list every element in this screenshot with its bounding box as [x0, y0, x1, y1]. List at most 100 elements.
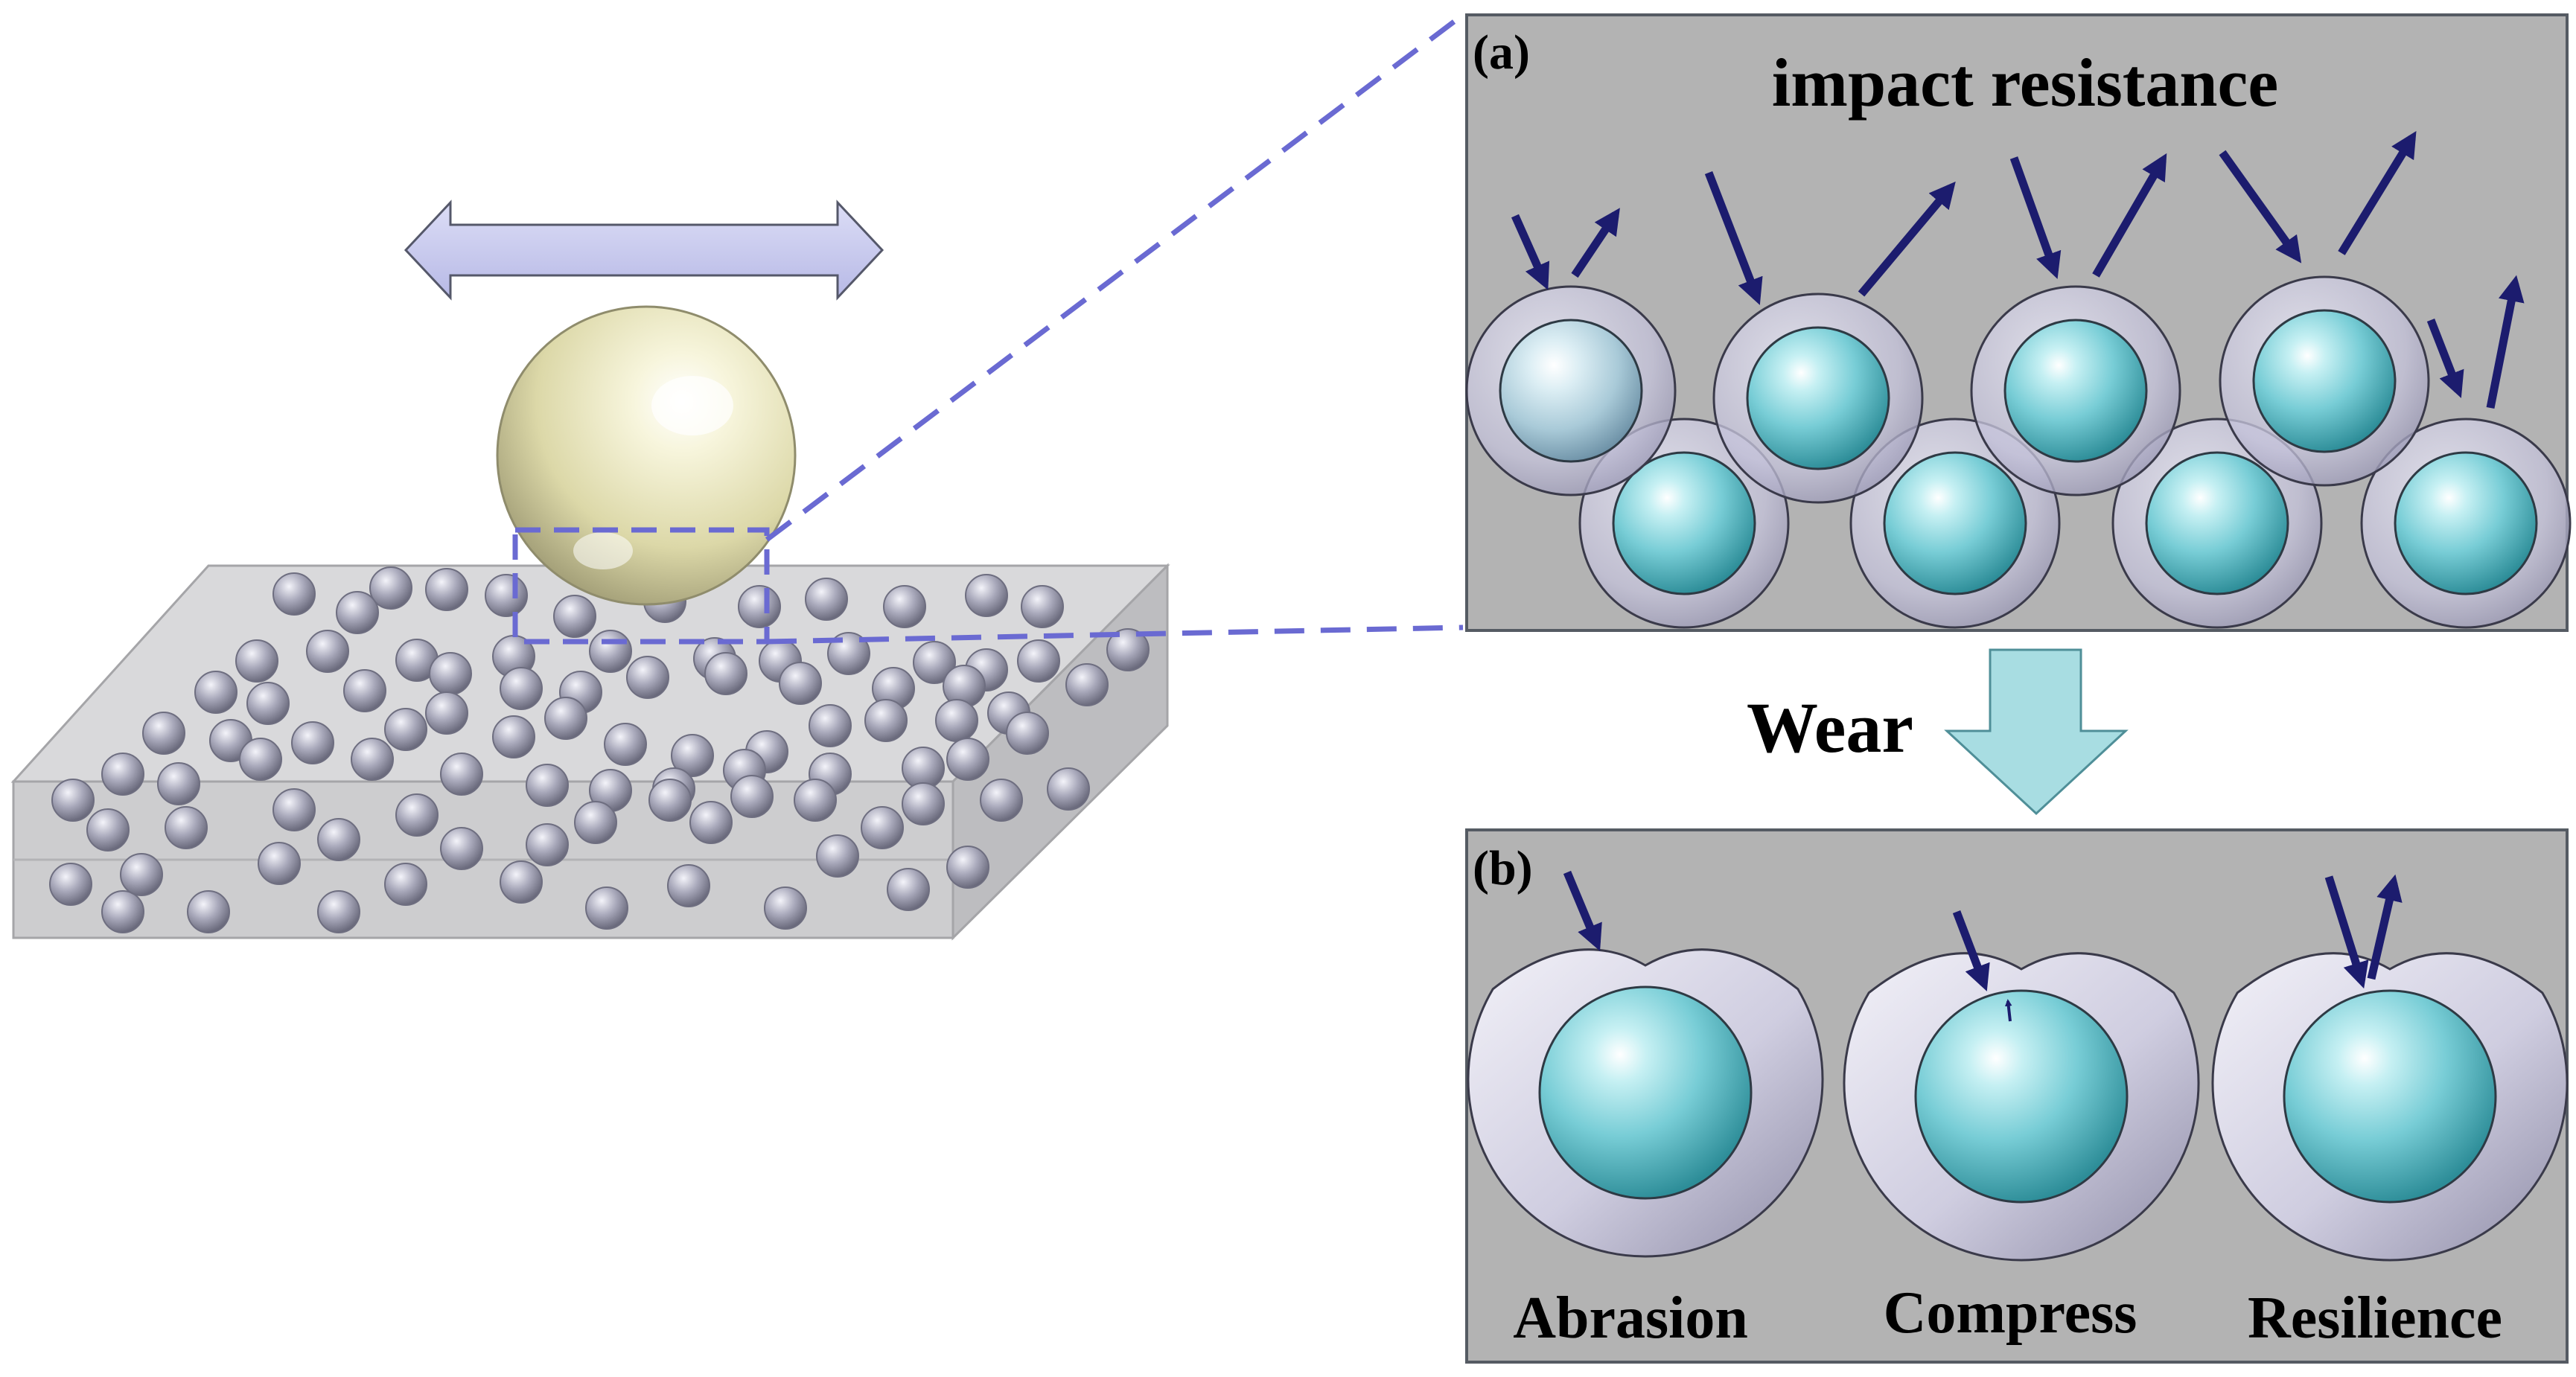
small-capsule	[626, 656, 669, 699]
panel-a-title: impact resistance	[1772, 45, 2278, 121]
small-capsule	[425, 691, 468, 735]
small-capsule	[946, 846, 989, 889]
impact-arrow	[2486, 275, 2525, 409]
reciprocating-motion-arrow	[404, 199, 884, 301]
composite-coating-slab	[10, 563, 1170, 941]
intact-microcapsules	[1465, 275, 2572, 629]
small-capsule	[425, 568, 468, 611]
panel-a: (a) impact resistance	[1465, 13, 2572, 632]
capsule-core	[2394, 451, 2538, 595]
small-capsule	[187, 890, 230, 933]
small-capsule	[272, 572, 316, 616]
capsule-core	[2145, 451, 2289, 595]
small-capsule	[980, 779, 1023, 822]
small-capsule	[913, 641, 956, 684]
impact-arrow	[2219, 150, 2302, 263]
small-capsule	[235, 639, 278, 683]
small-capsule	[239, 738, 282, 781]
capsule-core	[1746, 326, 1890, 470]
label-resilience: Resilience	[2248, 1285, 2502, 1351]
small-capsule	[343, 669, 386, 712]
small-capsule	[49, 863, 92, 906]
small-capsule	[671, 734, 714, 777]
wear-force-arrow	[2324, 875, 2369, 989]
small-capsule	[369, 566, 412, 610]
small-capsule	[395, 793, 439, 837]
small-capsule	[157, 762, 200, 805]
small-capsule	[492, 715, 535, 758]
small-capsule	[648, 779, 692, 822]
capsule-core	[1499, 319, 1643, 463]
small-capsule	[805, 578, 848, 621]
worn-microcapsule	[1843, 952, 2200, 1262]
capsule-core	[2252, 309, 2397, 453]
small-capsule	[317, 818, 360, 861]
impact-arrow	[2009, 156, 2062, 279]
capsule-core	[1538, 985, 1753, 1200]
small-capsule	[704, 652, 747, 695]
small-capsule	[51, 779, 95, 822]
label-compress: Compress	[1884, 1280, 2137, 1346]
microcapsule	[2219, 275, 2430, 487]
wear-force-arrow	[1563, 870, 1602, 951]
small-capsule	[485, 574, 528, 617]
small-capsule	[1106, 628, 1150, 671]
small-capsule	[246, 682, 290, 725]
small-capsule	[384, 863, 427, 906]
small-capsule	[864, 699, 908, 742]
small-capsule	[351, 738, 394, 781]
impact-arrow	[1511, 214, 1550, 290]
small-capsule	[165, 806, 208, 849]
small-capsule	[585, 886, 628, 930]
small-capsule	[500, 860, 543, 904]
small-capsule	[526, 823, 569, 866]
zoom-leader-top	[765, 13, 1465, 542]
small-capsule	[258, 842, 301, 885]
small-capsule	[1065, 663, 1109, 706]
capsule-core	[2283, 989, 2497, 1204]
zoom-region-box	[512, 527, 770, 645]
small-capsule	[317, 890, 360, 933]
small-capsule	[1017, 639, 1060, 683]
small-capsule	[142, 712, 185, 755]
microcapsule	[2360, 418, 2572, 629]
microcapsule	[1465, 285, 1677, 496]
small-capsule	[101, 890, 144, 933]
small-capsule	[440, 827, 483, 870]
capsule-core	[1914, 989, 2129, 1204]
small-capsule	[827, 632, 870, 675]
embedded-microcapsules	[49, 566, 1150, 933]
impact-arrows	[1511, 130, 2525, 409]
small-capsule	[1021, 585, 1064, 628]
small-capsule	[272, 788, 316, 831]
small-capsule	[101, 753, 144, 796]
small-capsule	[306, 630, 349, 673]
worn-microcapsule	[2211, 952, 2569, 1262]
small-capsule	[553, 595, 596, 638]
small-capsule	[794, 779, 837, 822]
impact-arrow	[1704, 171, 1763, 305]
impact-arrow	[2092, 153, 2167, 278]
small-capsule	[883, 585, 926, 628]
small-capsule	[526, 764, 569, 807]
wear-down-arrow	[1944, 648, 2129, 816]
small-capsule	[965, 574, 1008, 617]
worn-microcapsules	[1467, 870, 2569, 1262]
small-capsule	[816, 834, 859, 878]
microcapsule	[1970, 285, 2181, 496]
small-capsule	[1047, 767, 1090, 811]
small-capsule	[809, 704, 852, 747]
small-capsule	[902, 782, 945, 825]
capsule-core	[2003, 319, 2148, 463]
small-capsule	[86, 808, 130, 852]
panel-b-tag: (b)	[1473, 841, 1533, 895]
microcapsule	[2111, 418, 2323, 629]
small-capsule	[384, 708, 427, 751]
impact-arrow	[1571, 208, 1620, 278]
small-capsule	[429, 652, 472, 695]
small-capsule	[667, 864, 710, 907]
small-capsule	[1006, 712, 1049, 755]
microcapsule	[1849, 418, 2061, 629]
wear-force-arrow	[2004, 999, 2012, 1022]
panel-b: (b) Abrasion Compress Resilience	[1465, 828, 2569, 1364]
